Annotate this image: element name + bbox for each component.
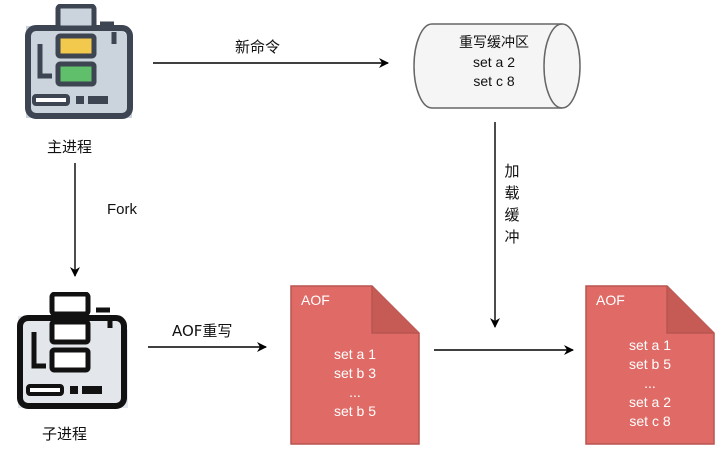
aof-new-lines: set a 1 set b 5 ... set a 2 set c 8 <box>595 336 705 431</box>
aof-new-title: AOF <box>596 292 625 308</box>
aof-new-line: set b 5 <box>628 356 672 372</box>
new-command-label: 新命令 <box>235 38 281 56</box>
aof-old-title: AOF <box>301 292 330 308</box>
main-process-icon <box>25 4 133 119</box>
aof-new-line: set a 2 <box>628 394 672 410</box>
fork-label: Fork <box>107 201 137 218</box>
load-buffer-char: 载 <box>504 184 520 202</box>
aof-old-lines: set a 1 set b 3 ... set b 5 <box>300 345 410 421</box>
load-buffer-char: 缓 <box>504 206 520 224</box>
load-buffer-char: 冲 <box>504 228 520 246</box>
aof-rewrite-label: AOF重写 <box>172 322 233 340</box>
aof-new-document <box>585 285 715 445</box>
aof-old-line: set a 1 <box>333 346 377 362</box>
aof-new-line: set c 8 <box>629 413 671 429</box>
child-process-label: 子进程 <box>42 425 88 443</box>
load-buffer-char: 加 <box>504 162 520 180</box>
aof-old-line: set b 5 <box>333 403 377 419</box>
rewrite-buffer-line: set a 2 <box>472 54 516 70</box>
aof-new-line: set a 1 <box>628 337 672 353</box>
rewrite-buffer-line: set c 8 <box>473 73 515 89</box>
load-buffer-label: 加 载 缓 冲 <box>502 160 522 248</box>
main-process-label: 主进程 <box>47 138 93 156</box>
rewrite-buffer-cylinder <box>413 23 581 109</box>
aof-old-line: set b 3 <box>333 365 377 381</box>
aof-old-line: ... <box>349 384 361 400</box>
rewrite-buffer-text: 重写缓冲区 set a 2 set c 8 <box>424 34 564 91</box>
aof-new-line: ... <box>644 375 656 391</box>
rewrite-buffer-title: 重写缓冲区 <box>459 35 529 51</box>
child-process-icon <box>17 292 128 409</box>
aof-old-document <box>290 285 420 445</box>
